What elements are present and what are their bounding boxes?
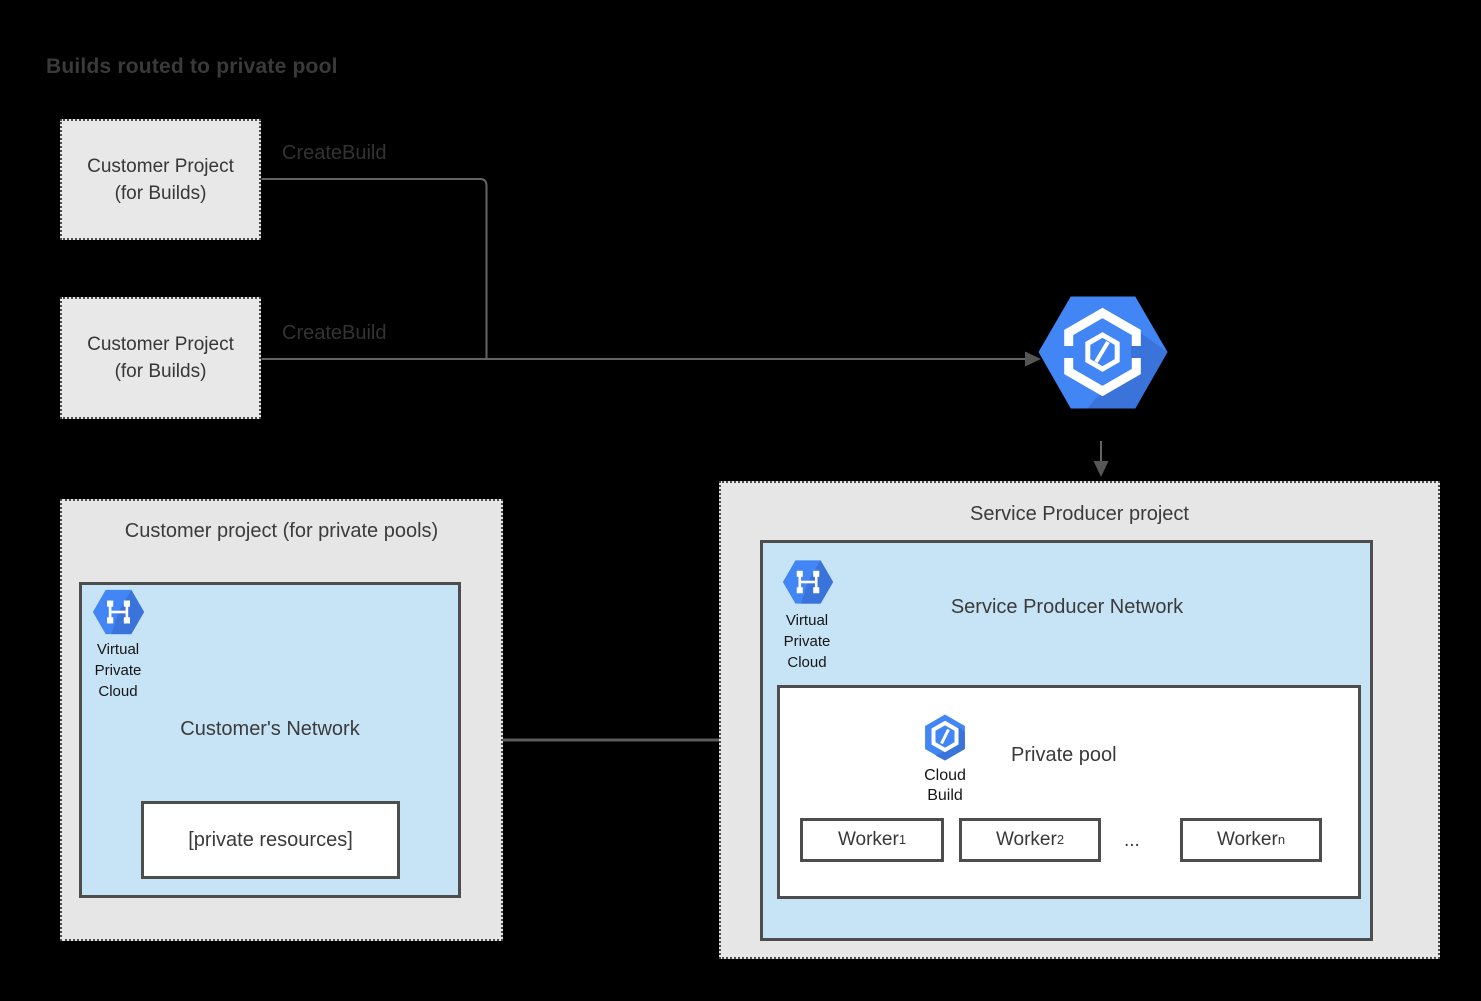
diagram-title: Builds routed to private pool [46,55,338,78]
service-producer-project-title: Service Producer project [970,503,1189,525]
service-producer-network-label: Service Producer Network [950,596,1184,618]
vpc-caption: Virtual Private Cloud [783,612,831,671]
customer-build-project-2: Customer Project (for Builds) [60,297,261,419]
worker-ellipsis: ... [1124,830,1140,851]
cloud-build-caption: Cloud Build [924,767,966,804]
edge-label-createbuild-2: CreateBuild [282,322,387,344]
vpc-icon [92,589,145,635]
customer-build-project-1-label: Customer Project (for Builds) [87,155,234,204]
cloud-build-icon [925,714,965,761]
arrowhead-to-cloud-build-icon [1025,351,1041,367]
private-pool-label: Private pool [1011,744,1117,766]
cloud-build-icon [1038,296,1168,409]
customer-build-project-2-label: Customer Project (for Builds) [87,334,234,382]
arrowhead-down-icon [1093,461,1109,477]
customer-network-label: Customer's Network [180,718,360,740]
edge-label-createbuild-1: CreateBuild [282,142,387,164]
vpc-icon [782,560,834,604]
connector-createbuild-1 [261,178,488,358]
private-resources-box: [private resources] [141,801,400,879]
vpc-caption: Virtual Private Cloud [94,641,142,700]
private-pool-box [777,685,1361,899]
customer-pool-project-title: Customer project (for private pools) [124,520,439,542]
customer-build-project-1: Customer Project (for Builds) [60,119,261,240]
private-resources-label: [private resources] [188,828,353,851]
